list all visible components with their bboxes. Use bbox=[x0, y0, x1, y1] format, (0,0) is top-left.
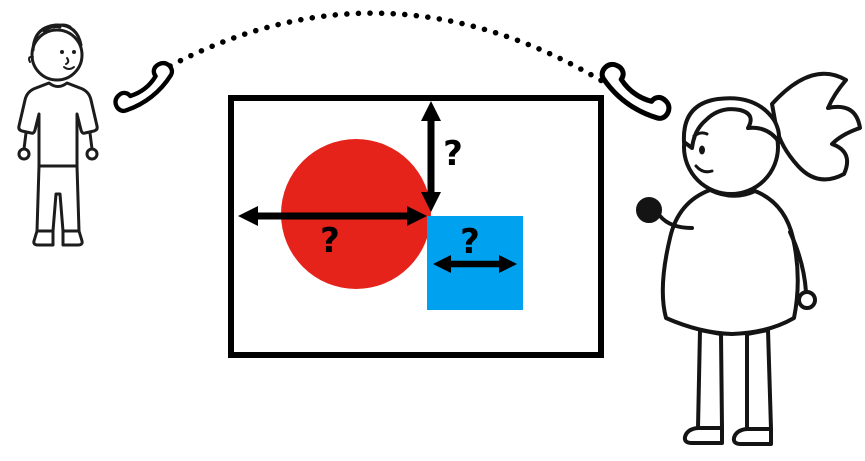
man-shirt bbox=[17, 81, 99, 168]
man-nose-smile bbox=[63, 57, 75, 70]
circle-top-gap-arrow bbox=[421, 101, 441, 212]
square-width-arrow bbox=[433, 255, 517, 273]
girl-ponytail bbox=[770, 71, 862, 182]
square-width-question-label: ? bbox=[460, 222, 480, 262]
girl-face bbox=[692, 131, 714, 174]
circle-top-gap-question-label: ? bbox=[443, 134, 463, 174]
girl-figure bbox=[636, 71, 862, 446]
dotted-arc bbox=[167, 10, 610, 87]
girl-body bbox=[660, 188, 800, 336]
man-hand-right bbox=[85, 147, 99, 161]
man-head bbox=[30, 28, 84, 82]
man-arms bbox=[22, 131, 94, 151]
man-ear bbox=[28, 55, 34, 63]
man-pants bbox=[35, 164, 81, 233]
circle-width-arrow bbox=[238, 206, 427, 226]
circle-width-question-label: ? bbox=[320, 221, 340, 261]
man-figure bbox=[17, 23, 99, 247]
girl-hand bbox=[797, 290, 817, 310]
girl-lowered-arm bbox=[788, 230, 808, 294]
girl-raised-arm bbox=[658, 214, 694, 230]
phone-handset-icon-right bbox=[599, 61, 672, 121]
man-hand-left bbox=[17, 147, 31, 161]
girl-bangs bbox=[681, 96, 782, 150]
girl-legs bbox=[696, 328, 773, 431]
girl-shoes bbox=[682, 426, 773, 446]
man-hair bbox=[31, 23, 83, 52]
girl-fist bbox=[636, 197, 662, 223]
man-shoes bbox=[32, 229, 84, 247]
phone-handset-icon-left bbox=[113, 60, 174, 114]
man-eyes bbox=[60, 50, 76, 54]
